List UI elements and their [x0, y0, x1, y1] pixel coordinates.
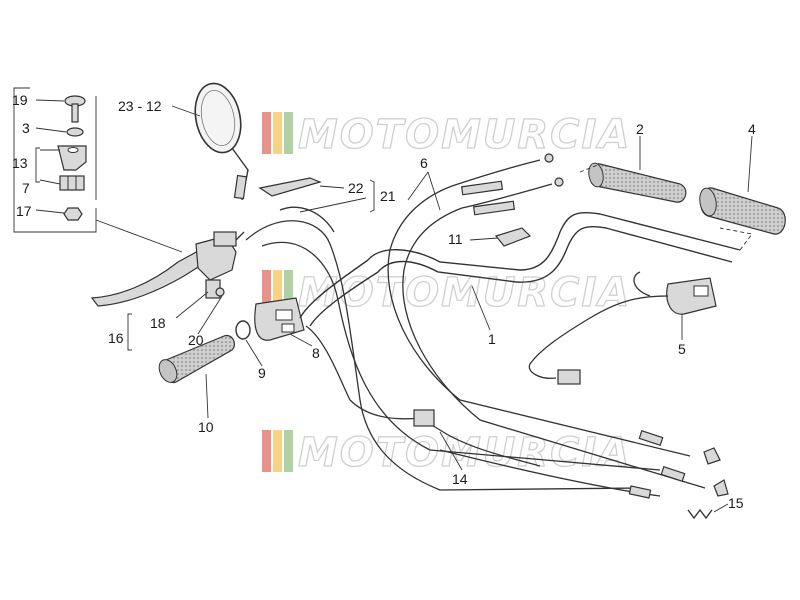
- label-part-17: 17: [16, 203, 32, 219]
- label-part-6: 6: [420, 155, 428, 171]
- label-part-11: 11: [448, 231, 463, 247]
- throttle-sleeve-part-2: [588, 162, 687, 203]
- watermark: MOTOMURCIA: [262, 429, 630, 477]
- label-part-7: 7: [22, 180, 30, 196]
- watermark-text: MOTOMURCIA: [298, 112, 631, 158]
- part-labels: 19 3 13 7 17 23 - 12 22 21 6 2 4 11 16 1…: [12, 92, 756, 511]
- label-part-18: 18: [150, 315, 166, 331]
- label-part-1: 1: [488, 331, 496, 347]
- label-part-3: 3: [22, 120, 30, 136]
- left-grip-part-10: [158, 334, 236, 384]
- detail-box: [13, 87, 183, 253]
- label-part-19: 19: [12, 92, 28, 108]
- watermark: MOTOMURCIA: [262, 269, 631, 317]
- label-part-20: 20: [188, 332, 204, 348]
- mirror-part-23-12: [194, 82, 249, 201]
- watermark: MOTOMURCIA: [262, 111, 631, 159]
- washer-part-3: [66, 127, 84, 137]
- throttle-cables-part-6: [387, 153, 729, 497]
- watermark-logo-stripes: [262, 112, 293, 154]
- cable-holder-part-22: [258, 177, 322, 197]
- clamp-block-part-7: [59, 175, 85, 191]
- label-part-8: 8: [312, 345, 320, 361]
- label-part-2: 2: [636, 121, 644, 137]
- watermark-logo-stripes: [262, 270, 293, 312]
- label-part-5: 5: [678, 341, 686, 357]
- label-part-16: 16: [108, 330, 124, 346]
- label-part-9: 9: [258, 365, 266, 381]
- leader-lines: [171, 105, 753, 513]
- cable-clip-part-11: [494, 227, 532, 247]
- label-part-10: 10: [198, 419, 214, 435]
- watermark-text: MOTOMURCIA: [298, 270, 631, 316]
- bolt-part-19: [64, 95, 86, 123]
- wiring-harness-part-14: [305, 325, 541, 467]
- label-part-15: 15: [728, 495, 744, 511]
- clamp-part-13: [57, 145, 87, 171]
- label-part-21: 21: [380, 188, 396, 204]
- nut-part-17: [63, 207, 83, 221]
- label-part-13: 13: [12, 155, 28, 171]
- label-part-22: 22: [348, 180, 364, 196]
- right-grip-part-4: [699, 187, 786, 235]
- washer-part-9: [235, 320, 251, 340]
- clutch-lever-part-16: [90, 231, 245, 351]
- label-part-14: 14: [452, 471, 468, 487]
- watermark-logo-stripes: [262, 430, 293, 472]
- label-part-23-12: 23 - 12: [118, 98, 162, 114]
- right-switch-part-5: [528, 271, 717, 385]
- left-switch-part-8: [254, 297, 305, 341]
- label-part-4: 4: [748, 121, 756, 137]
- handlebar-part-1: [299, 211, 741, 327]
- cable-spring-part-15: [439, 449, 713, 520]
- clutch-cable-part-21: [245, 206, 661, 491]
